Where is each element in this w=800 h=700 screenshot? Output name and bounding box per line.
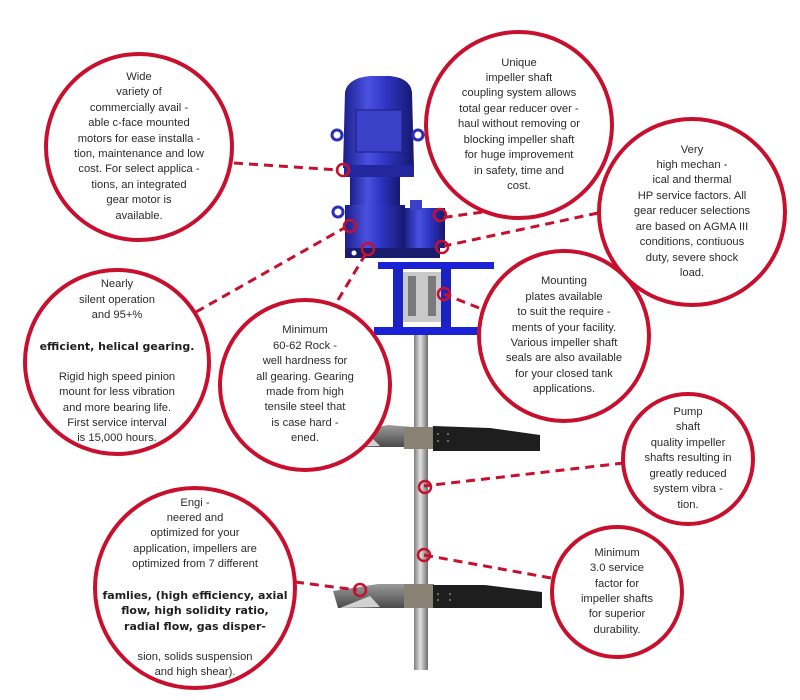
- callout-hardness: Minimum 60-62 Rock - well hardness for a…: [218, 298, 392, 472]
- callout-impellers-text: Engi - neered and optimized for your app…: [102, 480, 287, 696]
- gear-reducer: [331, 177, 445, 258]
- callout-impellers: Engi - neered and optimized for your app…: [93, 486, 297, 690]
- leader-lines: [195, 161, 625, 592]
- anchor-motor: [335, 162, 351, 178]
- callout-hardness-text: Minimum 60-62 Rock - well hardness for a…: [256, 324, 354, 445]
- anchor-mount: [436, 286, 452, 302]
- callout-pump-shaft-text: Pump shaft quality impeller shafts resul…: [644, 406, 732, 511]
- callout-service-factors: Very high mechan - ical and thermal HP s…: [597, 117, 787, 307]
- callout-shaft-service-factor-text: Minimum 3.0 service factor for impeller …: [580, 546, 654, 636]
- callout-shaft-service-factor: Minimum 3.0 service factor for impeller …: [550, 525, 684, 659]
- callout-motors-text: Wide variety of commercially avail - abl…: [74, 70, 204, 222]
- callout-service-factors-text: Very high mechan - ical and thermal HP s…: [633, 143, 751, 279]
- helical-gearing-details: Rigid high speed pinion mount for less v…: [58, 370, 176, 445]
- anchor-gearing: [360, 241, 376, 257]
- motor: [330, 76, 425, 177]
- helical-gearing-highlight: efficient, helical gearing.: [39, 339, 195, 353]
- anchor-gear-housing: [342, 218, 358, 234]
- callout-coupling-text: Unique impeller shaft coupling system al…: [458, 56, 580, 192]
- anchor-reducer: [434, 239, 450, 255]
- callout-coupling: Unique impeller shaft coupling system al…: [424, 30, 614, 220]
- anchor-impeller: [352, 582, 368, 598]
- impellers-outro: sion, solids suspension and high shear).: [137, 650, 253, 679]
- impellers-intro: Engi - neered and optimized for your app…: [131, 496, 259, 571]
- anchor-points: [335, 162, 452, 598]
- callout-helical-gearing: Nearly silent operation and 95+% efficie…: [23, 268, 211, 456]
- callout-pump-shaft: Pump shaft quality impeller shafts resul…: [621, 392, 755, 526]
- callout-mounting-plates: Mounting plates available to suit the re…: [477, 249, 651, 423]
- mounting-stand: [374, 262, 494, 335]
- anchor-coupling: [432, 207, 448, 223]
- callout-helical-gearing-text: Nearly silent operation and 95+% efficie…: [40, 262, 195, 462]
- anchor-shaft-upper: [417, 479, 433, 495]
- callout-mounting-plates-text: Mounting plates available to suit the re…: [505, 275, 623, 396]
- anchor-shaft-lower: [416, 547, 432, 563]
- callout-motors: Wide variety of commercially avail - abl…: [44, 52, 234, 242]
- helical-gearing-intro: Nearly silent operation and 95+%: [79, 278, 155, 322]
- impeller-shaft: [414, 330, 428, 670]
- impellers-families: famlies, (high efficiency, axial flow, h…: [102, 589, 288, 633]
